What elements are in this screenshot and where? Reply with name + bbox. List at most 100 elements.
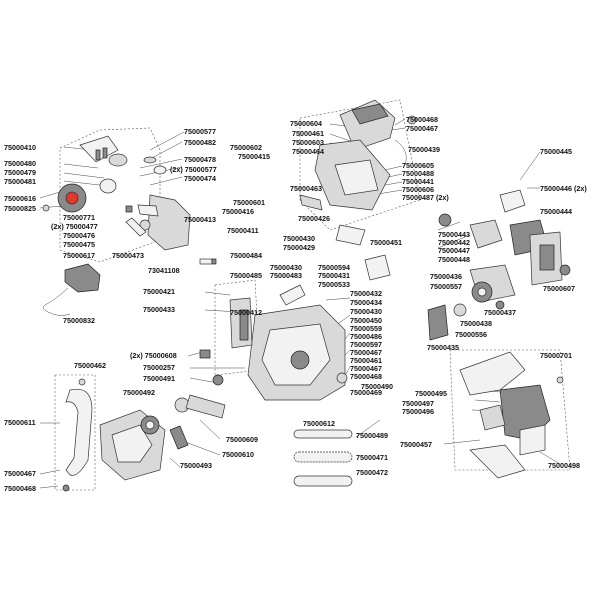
part-label: 75000463 bbox=[290, 184, 322, 193]
part-label: 75000485 bbox=[230, 271, 262, 280]
part-label: 75000411 bbox=[227, 226, 259, 235]
part-label: 75000441 bbox=[402, 177, 434, 186]
part-label: 75000487 (2x) bbox=[402, 193, 449, 202]
part-label: 75000471 bbox=[356, 453, 388, 462]
part-label: 75000431 bbox=[318, 271, 350, 280]
part-label: 75000461 bbox=[350, 356, 382, 365]
part-label: 75000533 bbox=[318, 280, 350, 289]
part-label: 75000444 bbox=[540, 207, 572, 216]
part-label: 75000439 bbox=[408, 145, 440, 154]
part-label: 75000481 bbox=[4, 177, 36, 186]
part-label: 75000617 bbox=[63, 251, 95, 260]
part-label: 75000450 bbox=[350, 316, 382, 325]
part-label: 75000604 bbox=[290, 119, 322, 128]
part-label: 75000437 bbox=[484, 308, 516, 317]
part-label: 75000482 bbox=[184, 138, 216, 147]
part-label: 75000496 bbox=[402, 407, 434, 416]
part-label: 75000603 bbox=[292, 138, 324, 147]
part-label: 75000612 bbox=[303, 419, 335, 428]
part-label: 75000475 bbox=[63, 240, 95, 249]
part-label: 75000468 bbox=[350, 372, 382, 381]
part-label: 75000410 bbox=[4, 143, 36, 152]
part-label: 75000491 bbox=[143, 374, 175, 383]
part-label: 75000480 bbox=[4, 159, 36, 168]
part-label: 75000430 bbox=[270, 263, 302, 272]
spark-plug bbox=[199, 258, 217, 265]
part-label: 75000473 bbox=[112, 251, 144, 260]
part-label: 75000557 bbox=[430, 282, 462, 291]
bar-chain-group bbox=[293, 429, 353, 487]
group-outline-handle bbox=[54, 374, 96, 491]
part-label: 75000611 bbox=[4, 418, 36, 427]
part-label: (2x) 75000608 bbox=[130, 351, 177, 360]
part-label: 75000468 bbox=[406, 115, 438, 124]
part-label: 75000436 bbox=[430, 272, 462, 281]
starter-group bbox=[99, 349, 226, 481]
part-label: 75000495 bbox=[415, 389, 447, 398]
part-label: 75000606 bbox=[402, 185, 434, 194]
rear-handle bbox=[459, 351, 564, 479]
group-outline-right-assembly bbox=[449, 349, 571, 471]
air-filter-group bbox=[438, 189, 571, 286]
part-label: 75000825 bbox=[4, 204, 36, 213]
clutch-group bbox=[427, 264, 516, 341]
part-label: 75000493 bbox=[180, 461, 212, 470]
part-label: 75000492 bbox=[123, 388, 155, 397]
part-label: 75000476 bbox=[63, 231, 95, 240]
cylinder-group bbox=[125, 194, 191, 251]
part-label: 75000451 bbox=[370, 238, 402, 247]
part-label: 75000489 bbox=[356, 431, 388, 440]
part-label: 75000457 bbox=[400, 440, 432, 449]
part-label: 75000426 bbox=[298, 214, 330, 223]
part-label: 75000434 bbox=[350, 298, 382, 307]
part-label: 75000559 bbox=[350, 324, 382, 333]
top-cover bbox=[299, 99, 417, 281]
part-label: 75000467 bbox=[406, 124, 438, 133]
ignition-group bbox=[42, 135, 167, 213]
part-label: 75000605 bbox=[402, 161, 434, 170]
part-label: 75000430 bbox=[283, 234, 315, 243]
part-label: 75000556 bbox=[455, 330, 487, 339]
part-label: 75000577 bbox=[184, 127, 216, 136]
part-label: (2x) 75000477 bbox=[51, 222, 98, 231]
part-label: 75000438 bbox=[460, 319, 492, 328]
part-label: 75000464 bbox=[292, 147, 324, 156]
part-label: 75000597 bbox=[350, 340, 382, 349]
part-label: 75000607 bbox=[543, 284, 575, 293]
part-label: 75000602 bbox=[230, 143, 262, 152]
part-label: (2x) 75000577 bbox=[170, 165, 217, 174]
part-label: 75000609 bbox=[226, 435, 258, 444]
part-label: 75000447 bbox=[438, 246, 470, 255]
part-label: 75000461 bbox=[292, 129, 324, 138]
part-label: 75000442 bbox=[438, 238, 470, 247]
part-label: 75000445 bbox=[540, 147, 572, 156]
part-label: 75000467 bbox=[4, 469, 36, 478]
part-label: 75000469 bbox=[350, 388, 382, 397]
part-label: 75000478 bbox=[184, 155, 216, 164]
part-label: 75000421 bbox=[143, 287, 175, 296]
part-label: 75000416 bbox=[222, 207, 254, 216]
part-label: 75000701 bbox=[540, 351, 572, 360]
part-label: 75000435 bbox=[427, 343, 459, 352]
part-label: 75000594 bbox=[318, 263, 350, 272]
part-label: 75000484 bbox=[230, 251, 262, 260]
part-label: 75000413 bbox=[184, 215, 216, 224]
part-label: 75000433 bbox=[143, 305, 175, 314]
part-label: 75000610 bbox=[222, 450, 254, 459]
part-label: 75000443 bbox=[438, 230, 470, 239]
part-label: 75000486 bbox=[350, 332, 382, 341]
group-outline-center bbox=[214, 279, 261, 376]
part-label: 75000483 bbox=[270, 271, 302, 280]
part-label: 73041108 bbox=[148, 266, 180, 275]
crankcase bbox=[229, 284, 348, 401]
part-label: 75000448 bbox=[438, 255, 470, 264]
front-handle bbox=[62, 378, 93, 492]
part-label: 75000257 bbox=[143, 363, 175, 372]
part-label: 75000498 bbox=[548, 461, 580, 470]
part-label: 75000616 bbox=[4, 194, 36, 203]
group-outline-left bbox=[59, 127, 161, 263]
part-label: 75000488 bbox=[402, 169, 434, 178]
part-label: 75000462 bbox=[74, 361, 106, 370]
part-label: 75000474 bbox=[184, 174, 216, 183]
